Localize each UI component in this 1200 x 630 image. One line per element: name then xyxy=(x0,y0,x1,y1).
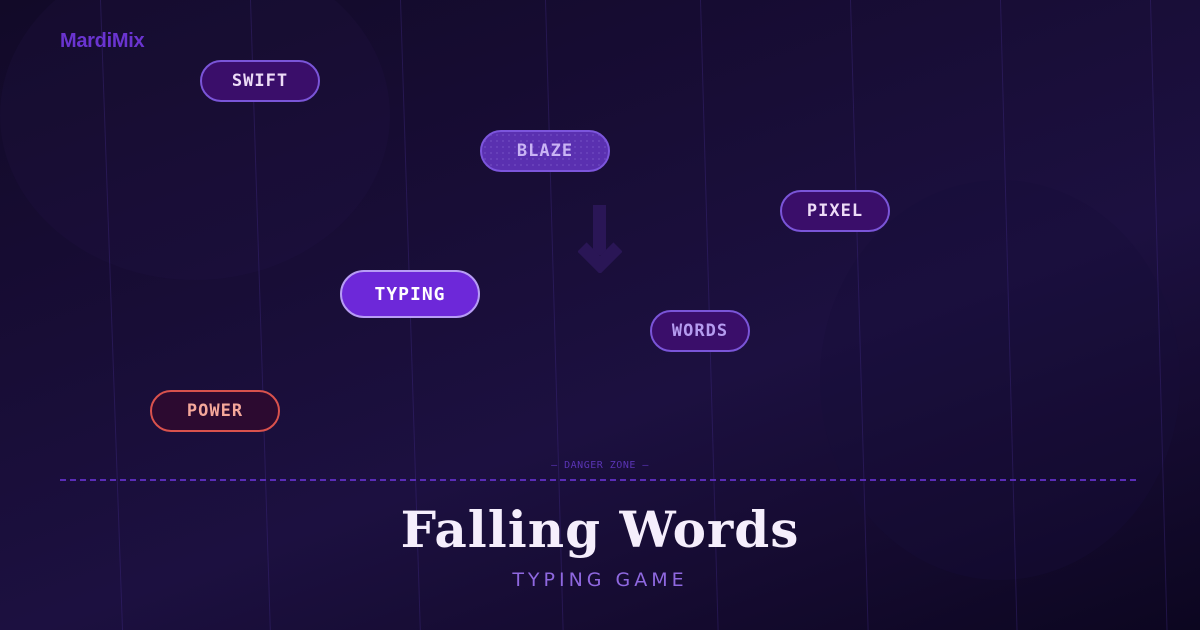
page-title: Falling Words xyxy=(400,500,800,559)
brand-logo: MardiMix xyxy=(60,30,145,52)
danger-zone-label: — DANGER ZONE — xyxy=(551,460,649,471)
falling-word-pixel: PIXEL xyxy=(780,190,890,232)
background-glow-left xyxy=(0,0,390,280)
falling-word-blaze: BLAZE xyxy=(480,130,610,172)
background-glow-right xyxy=(820,180,1180,580)
falling-word-swift: SWIFT xyxy=(200,60,320,102)
arrow-down-icon xyxy=(578,205,622,273)
page-subtitle: TYPING GAME xyxy=(512,569,688,591)
falling-word-power-danger: POWER xyxy=(150,390,280,432)
danger-zone-line xyxy=(60,479,1136,481)
falling-word-typing-active: TYPING xyxy=(340,270,480,318)
falling-word-words: WORDS xyxy=(650,310,750,352)
